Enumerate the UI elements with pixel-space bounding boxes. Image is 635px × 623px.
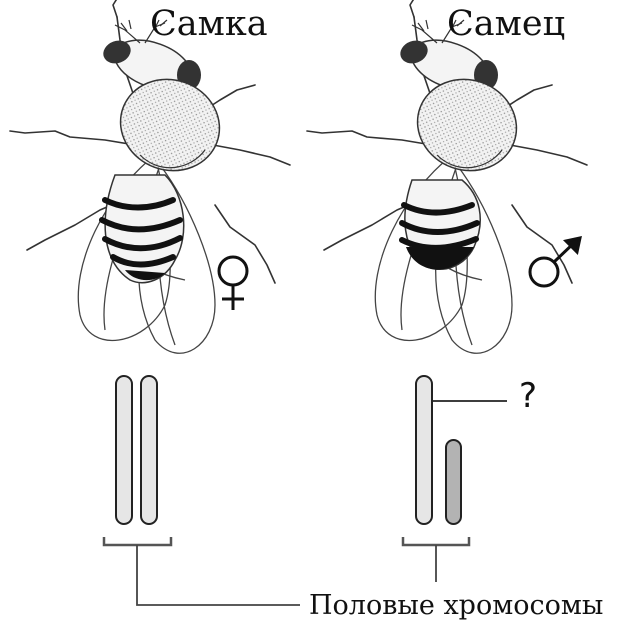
female-symbol-icon <box>219 257 247 310</box>
male-fly-illustration <box>307 0 587 353</box>
question-mark-label: ? <box>519 376 537 416</box>
male-symbol-icon <box>530 238 580 286</box>
female-fly-illustration <box>10 0 290 353</box>
female-chromosome-bracket <box>104 537 171 545</box>
female-x-chromosome-left <box>116 376 132 524</box>
female-title: Самка <box>150 4 268 44</box>
male-y-chromosome <box>446 440 461 524</box>
male-title: Самец <box>447 4 565 44</box>
sex-chromosomes-caption: Половые хромосомы <box>309 590 603 621</box>
male-chromosome-bracket <box>403 537 469 545</box>
female-x-chromosome-right <box>141 376 157 524</box>
male-x-chromosome <box>416 376 432 524</box>
